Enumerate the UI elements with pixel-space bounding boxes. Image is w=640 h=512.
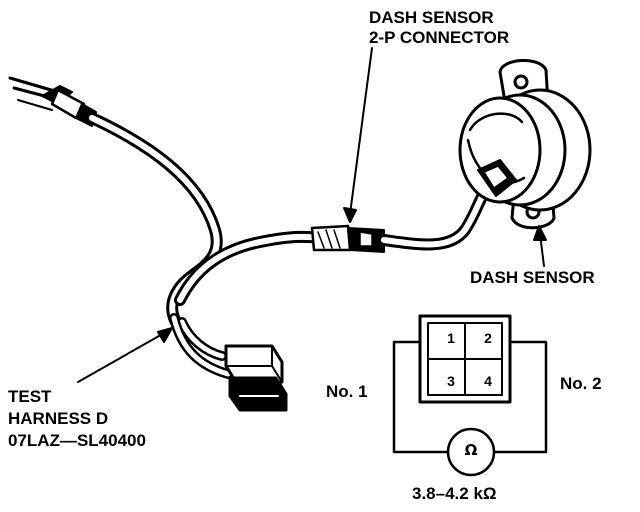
ohm-symbol: Ω [464,441,478,459]
ohmmeter-icon [446,427,496,477]
connector-pin-3: 3 [447,373,455,389]
harness-label-line-2: HARNESS D [8,409,109,429]
test-harness-label: TEST HARNESS D 07LAZ—SL40400 [8,386,146,452]
resistance-spec-label: 3.8–4.2 kΩ [412,484,497,503]
leader-arrows [77,47,547,383]
sensor-pigtail [378,179,496,251]
connector-pin-4: 4 [484,373,492,389]
terminal-no1-label: No. 1 [326,382,368,401]
connector-label-line-2: 2-P CONNECTOR [369,27,510,47]
resistance-test-circuit [392,314,548,477]
harness-label-line-1: TEST [8,387,52,406]
dash-sensor-label: DASH SENSOR [470,268,595,287]
harness-part-number: 07LAZ—SL40400 [8,431,146,451]
dash-sensor-2p-connector [310,224,385,253]
test-harness-d-connector [169,313,288,412]
connector-label-line-1: DASH SENSOR [369,8,494,27]
test-harness-cable [86,112,223,336]
dash-sensor-2p-connector-label: DASH SENSOR 2-P CONNECTOR [369,8,509,47]
connector-pin-2: 2 [484,330,492,346]
terminal-no2-label: No. 2 [560,374,602,393]
connector-pin-1: 1 [447,330,455,346]
dash-sensor-body [458,58,592,230]
sensor-branch-cable [174,230,326,306]
